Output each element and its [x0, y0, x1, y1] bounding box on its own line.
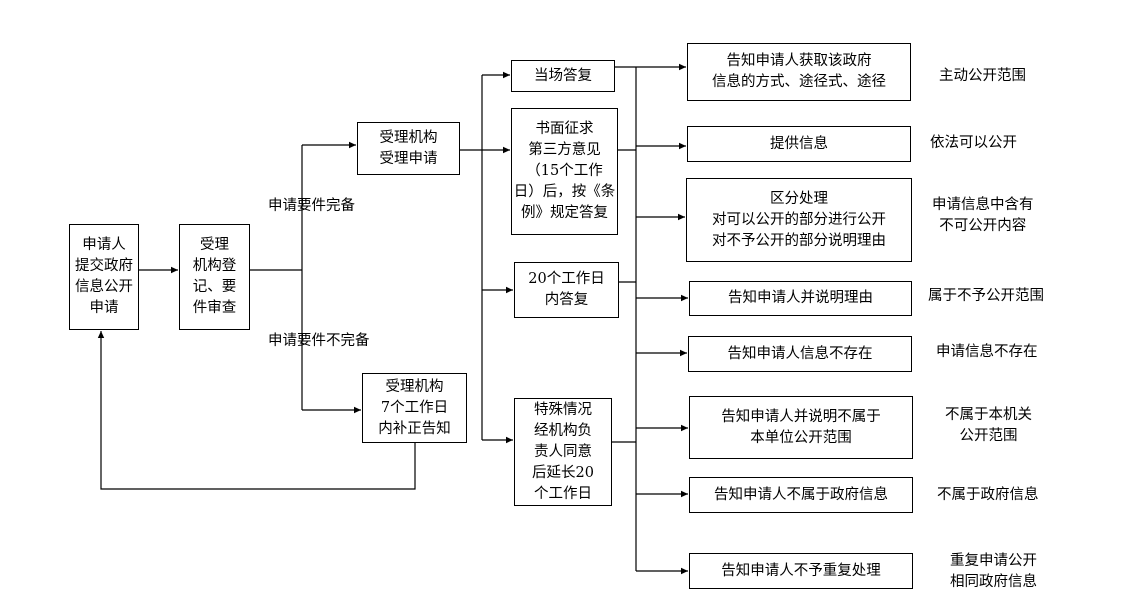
- result-partial-disclosure-box: 区分处理 对可以公开的部分进行公开 对不予公开的部分说明理由: [686, 178, 912, 262]
- special-extension-box: 特殊情况 经机构负 责人同意 后延长20 个工作日: [514, 398, 612, 506]
- result-no-repeat-box: 告知申请人不予重复处理: [689, 553, 913, 589]
- result-explain-reason-box: 告知申请人并说明理由: [689, 281, 912, 316]
- twenty-days-reply-box: 20个工作日 内答复: [514, 262, 619, 318]
- result-obtain-method-box: 告知申请人获取该政府 信息的方式、途径式、途径: [687, 43, 911, 101]
- applicant-submit-box: 申请人 提交政府 信息公开 申请: [69, 224, 139, 330]
- result-not-exist-box: 告知申请人信息不存在: [688, 336, 912, 372]
- supplement-notice-box: 受理机构 7个工作日 内补正告知: [362, 373, 467, 443]
- condition-mixed-content: 申请信息中含有 不可公开内容: [932, 197, 1034, 234]
- condition-not-in-scope: 不属于本机关 公开范围: [945, 407, 1032, 444]
- condition-lawful-disclosure: 依法可以公开: [930, 135, 1017, 151]
- result-not-in-scope-box: 告知申请人并说明不属于 本单位公开范围: [689, 396, 913, 459]
- result-not-government-info-box: 告知申请人不属于政府信息: [689, 477, 913, 513]
- label-incomplete: 申请要件不完备: [268, 333, 370, 349]
- condition-not-exist: 申请信息不存在: [936, 344, 1038, 360]
- onsite-reply-box: 当场答复: [511, 60, 615, 92]
- condition-non-disclosure: 属于不予公开范围: [928, 288, 1044, 304]
- written-consult-box: 书面征求 第三方意见 （15个工作 日）后，按《条 例》规定答复: [511, 108, 618, 235]
- accept-application-box: 受理机构 受理申请: [357, 122, 460, 175]
- condition-active-disclosure: 主动公开范围: [939, 68, 1026, 84]
- label-complete: 申请要件完备: [268, 198, 355, 214]
- register-review-box: 受理 机构登 记、要 件审查: [179, 224, 250, 330]
- condition-not-government-info: 不属于政府信息: [937, 487, 1039, 503]
- result-provide-info-box: 提供信息: [687, 126, 911, 162]
- condition-repeat-request: 重复申请公开 相同政府信息: [950, 553, 1037, 590]
